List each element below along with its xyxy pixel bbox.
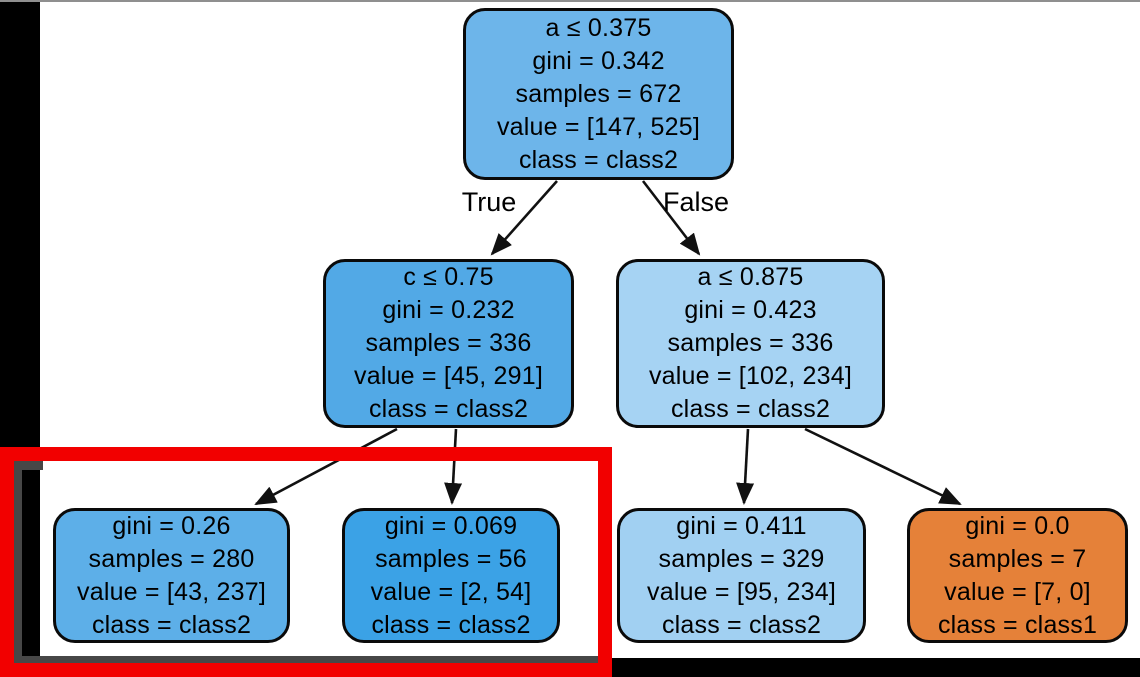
edge-label-false: False	[662, 187, 730, 217]
node-text-line: value = [45, 291]	[354, 362, 543, 390]
edge-label-true: True	[461, 187, 517, 217]
node-text-line: samples = 336	[365, 329, 532, 357]
node-text-line: gini = 0.423	[684, 296, 817, 324]
tree-node-leaf1: gini = 0.26 samples = 280 value = [43, 237…	[53, 508, 290, 643]
edge-left-to-leaf2-arrow	[444, 428, 463, 505]
highlight-rectangle	[0, 447, 612, 677]
node-text-line: samples = 336	[667, 329, 834, 357]
node-text-line: class = class2	[91, 610, 252, 639]
node-text-line: samples = 280	[88, 544, 255, 573]
node-text-line: value = [43, 237]	[77, 577, 266, 606]
tree-node-root: a ≤ 0.375 gini = 0.342 samples = 672 value …	[463, 8, 734, 180]
node-text-line: samples = 56	[375, 544, 527, 573]
node-text-line: gini = 0.0	[965, 511, 1070, 540]
node-text-line: gini = 0.069	[384, 511, 518, 540]
node-text-line: a ≤ 0.375	[545, 13, 652, 42]
tree-node-left-split: c ≤ 0.75 gini = 0.232 samples = 336 value =…	[323, 259, 574, 428]
edge-right-to-leaf3-arrow	[736, 428, 755, 505]
node-text-line: gini = 0.411	[676, 511, 807, 540]
node-text-line: class = class1	[937, 610, 1098, 639]
highlight-shadow-border	[11, 459, 598, 667]
node-text-line: value = [95, 234]	[647, 577, 836, 606]
node-text-line: class = class2	[661, 610, 822, 639]
edge-right-to-leaf4-arrow	[804, 427, 962, 506]
edge-root-to-left-arrow	[490, 180, 558, 256]
node-text-line: class = class2	[670, 395, 831, 423]
node-text-line: value = [2, 54]	[370, 577, 532, 606]
node-text-line: value = [147, 525]	[496, 112, 701, 141]
node-text-line: a ≤ 0.875	[697, 263, 804, 291]
node-text-line: class = class2	[368, 395, 529, 423]
node-text-line: gini = 0.26	[112, 511, 231, 540]
edge-root-to-right-arrow	[641, 180, 701, 256]
tree-node-leaf4: gini = 0.0 samples = 7 value = [7, 0] class…	[907, 508, 1128, 643]
node-text-line: class = class2	[371, 610, 531, 639]
frame-top-line	[0, 0, 1140, 2]
tree-node-right-split: a ≤ 0.875 gini = 0.423 samples = 336 value …	[616, 259, 885, 428]
tree-edges	[254, 180, 962, 506]
edge-left-to-leaf1-arrow	[254, 427, 398, 506]
node-text-line: c ≤ 0.75	[403, 263, 494, 291]
tree-node-leaf3: gini = 0.411 samples = 329 value = [95, 23…	[617, 508, 866, 643]
node-text-line: samples = 329	[658, 544, 825, 573]
node-text-line: value = [102, 234]	[648, 362, 853, 390]
node-text-line: gini = 0.232	[382, 296, 515, 324]
node-text-line: class = class2	[518, 145, 679, 174]
node-text-line: gini = 0.342	[532, 46, 665, 75]
node-text-line: samples = 672	[515, 79, 682, 108]
node-text-line: samples = 7	[948, 544, 1087, 573]
tree-node-leaf2: gini = 0.069 samples = 56 value = [2, 54] c…	[342, 508, 560, 643]
node-text-line: value = [7, 0]	[944, 577, 1091, 606]
